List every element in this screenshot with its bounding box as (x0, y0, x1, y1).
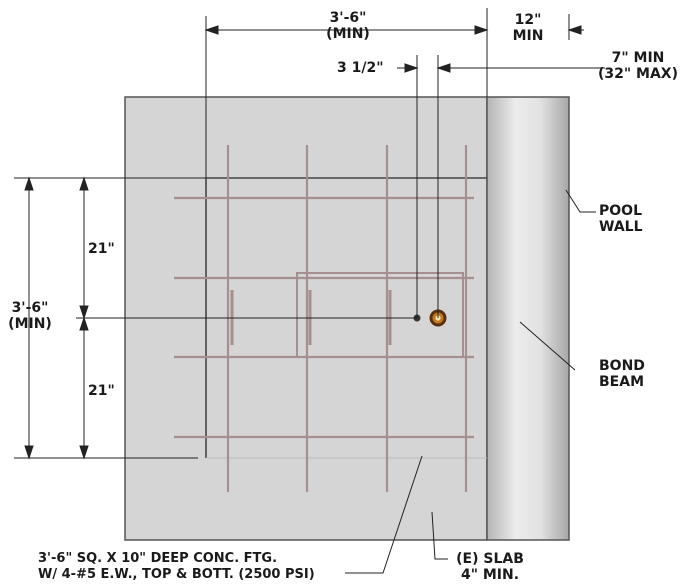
bond-beam-line2: BEAM (599, 374, 645, 390)
footing-width-value: 3'-6" (329, 10, 367, 26)
slab-callout: (E) SLAB 4" MIN. (450, 551, 530, 583)
footing-depth-value: 3'-6" (11, 300, 49, 316)
pool-wall-line2: WALL (599, 219, 643, 235)
bond-beam-line1: BOND (599, 358, 645, 374)
footing-width-dimension: 3'-6" (MIN) (318, 10, 378, 42)
bolt-offset-dimension: 3 1/2" (337, 60, 384, 76)
dimension-lines (14, 8, 605, 574)
slab-line1: (E) SLAB (456, 551, 524, 567)
pool-wall-bond-beam (486, 96, 570, 541)
wall-offset-dimension: 7" MIN (32" MAX) (592, 50, 684, 82)
footing-depth-dimension: 3'-6" (MIN) (0, 300, 60, 332)
wall-width-value: 12" (514, 12, 542, 28)
pool-wall-callout: POOL WALL (599, 203, 643, 235)
pool-wall-line1: POOL (599, 203, 642, 219)
footing-width-note: (MIN) (326, 26, 370, 42)
wall-offset-value: 7" MIN (611, 50, 665, 66)
half-upper-dimension: 21" (88, 241, 115, 257)
slab-line2: 4" MIN. (460, 567, 520, 583)
rebar-inner-rectangle (296, 272, 464, 358)
footing-spec-line1: 3'-6" SQ. X 10" DEEP CONC. FTG. (38, 551, 278, 566)
wall-offset-note: (32" MAX) (597, 66, 678, 82)
wall-width-note: MIN (512, 28, 544, 44)
footing-spec-line2: W/ 4-#5 E.W., TOP & BOTT. (2500 PSI) (38, 567, 315, 582)
wall-width-dimension: 12" MIN (500, 12, 556, 44)
half-lower-dimension: 21" (88, 383, 115, 399)
footing-spec-note: 3'-6" SQ. X 10" DEEP CONC. FTG. W/ 4-#5 … (38, 551, 315, 583)
bond-beam-callout: BOND BEAM (599, 358, 645, 390)
footing-depth-note: (MIN) (8, 316, 52, 332)
